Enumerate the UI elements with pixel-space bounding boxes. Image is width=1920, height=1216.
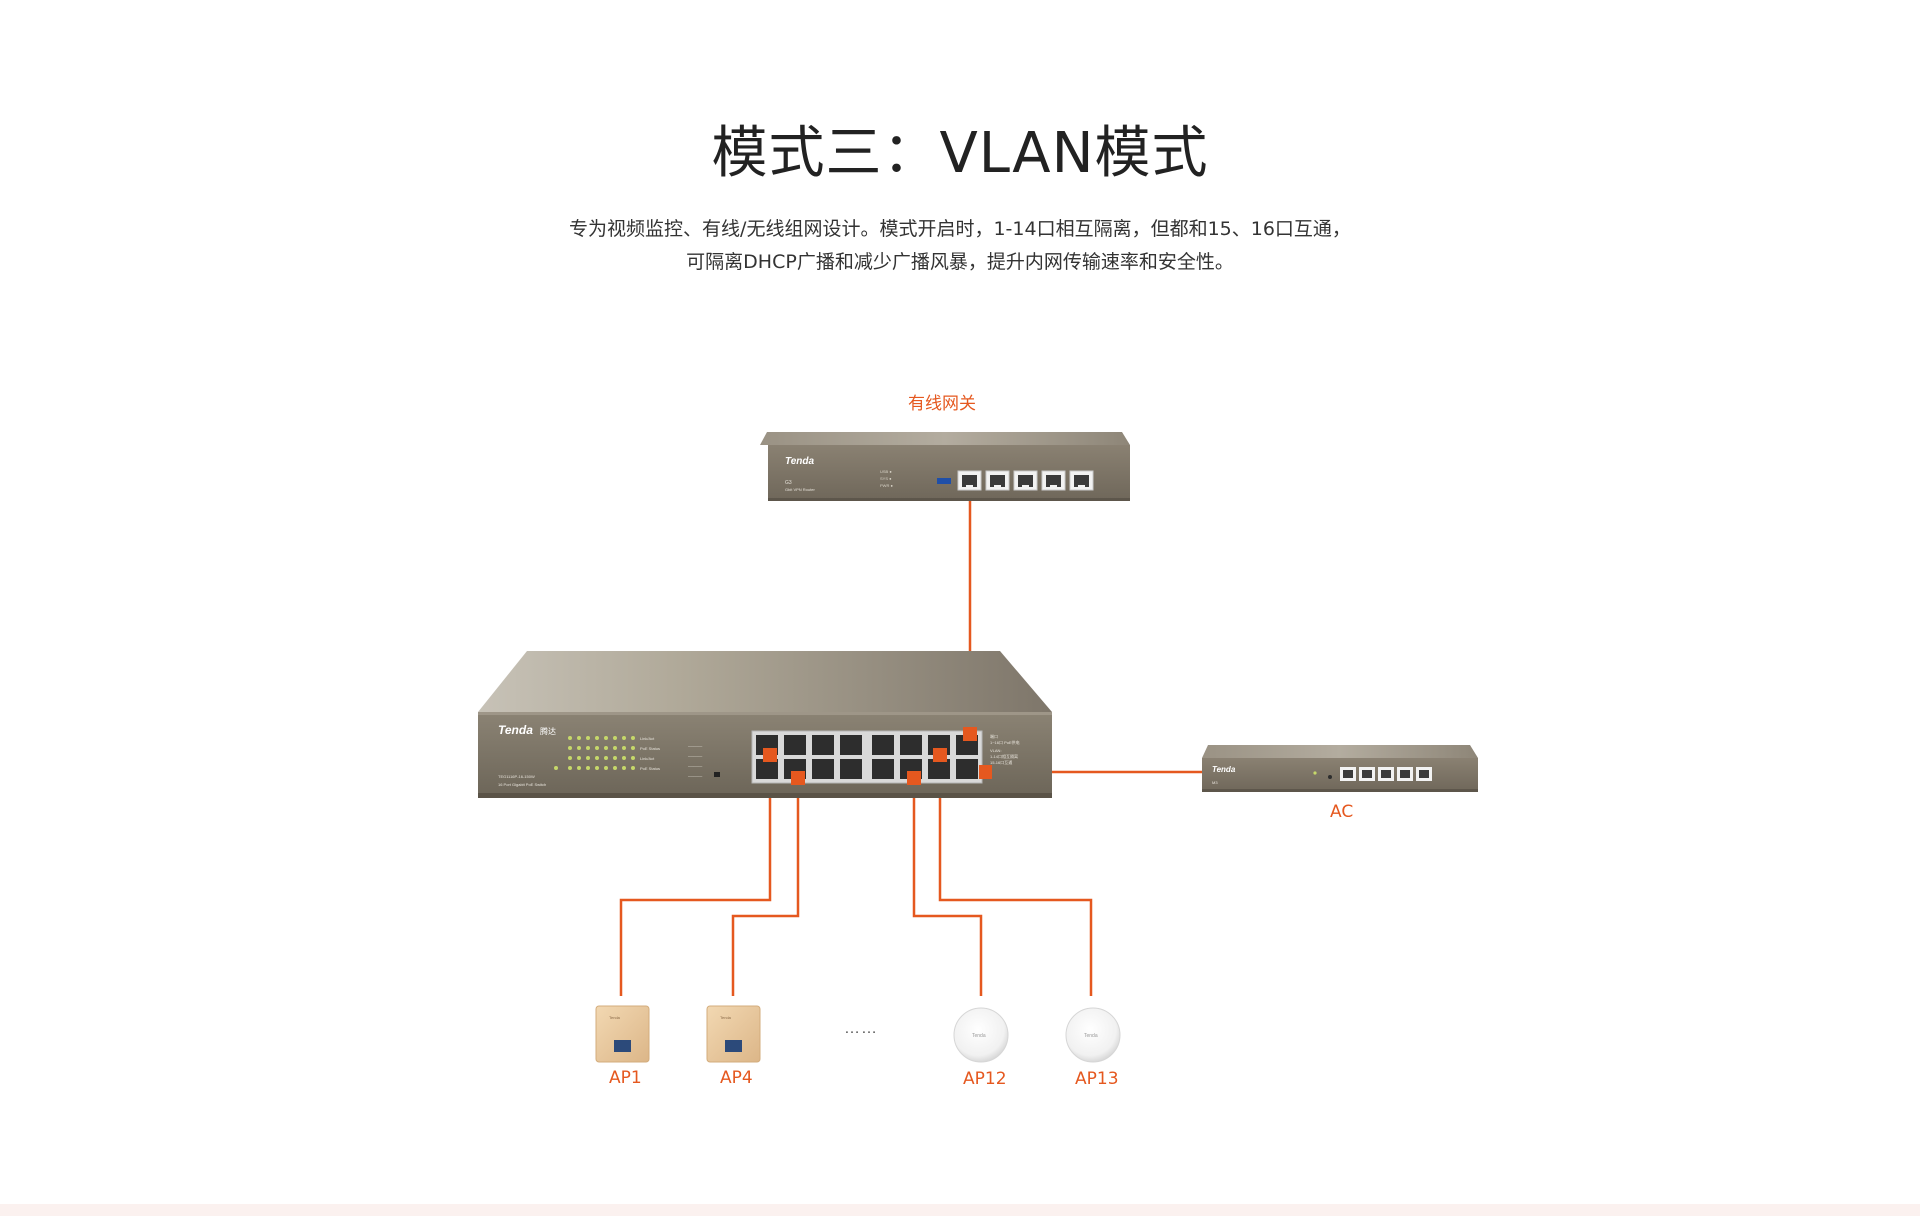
svg-text:G3: G3: [785, 480, 792, 486]
svg-text:Tenda: Tenda: [972, 1033, 986, 1039]
description-line-1: 专为视频监控、有线/无线组网设计。模式开启时，1-14口相互隔离，但都和15、1…: [569, 218, 1351, 240]
svg-text:PoE Status: PoE Status: [640, 766, 660, 771]
connected-port-markers: [763, 727, 992, 785]
cable-switch-to-ap4: [731, 778, 800, 996]
cables: [619, 493, 1205, 996]
svg-text:Tenda: Tenda: [720, 1015, 732, 1020]
ac-ports: [1340, 767, 1432, 781]
svg-text:SYS ●: SYS ●: [880, 476, 892, 481]
gateway-device: Tenda G3 Gbit VPN Router USB ● SYS ● PWR…: [760, 432, 1130, 501]
svg-text:Link/Act: Link/Act: [640, 736, 655, 741]
switch-brand-logo: Tenda: [498, 723, 533, 737]
ap13-device: Tenda: [1065, 1007, 1121, 1063]
svg-text:16 Port Gigabit PoE Switch: 16 Port Gigabit PoE Switch: [498, 782, 546, 787]
switch-device: Tenda 腾达 TEG1116P-16-150W 16 Port Gigabi…: [478, 651, 1052, 798]
ap-label-ap13: AP13: [1075, 1069, 1119, 1089]
svg-text:─────: ─────: [687, 744, 702, 749]
mode-switch-icon: [714, 772, 720, 777]
svg-text:PoE Status: PoE Status: [640, 746, 660, 751]
gateway-brand-logo: Tenda: [785, 456, 815, 467]
ap-label-ap4: AP4: [720, 1068, 753, 1088]
gateway-label: 有线网关: [908, 394, 976, 414]
svg-text:TEG1116P-16-150W: TEG1116P-16-150W: [498, 774, 535, 779]
usb-port-icon: [937, 478, 951, 484]
bottom-section-divider: [0, 1204, 1920, 1216]
svg-text:Tenda: Tenda: [1084, 1033, 1098, 1039]
svg-text:端口: 端口: [990, 733, 998, 739]
cable-switch-to-ap1: [619, 755, 772, 996]
svg-text:1-14口相互隔离: 1-14口相互隔离: [990, 753, 1018, 759]
ap-label-ap1: AP1: [609, 1068, 642, 1088]
cable-switch-to-ap13: [938, 755, 1093, 996]
ap4-device: Tenda: [706, 1005, 761, 1063]
switch-led-panel: [554, 736, 635, 770]
svg-text:15-16口互通: 15-16口互通: [990, 759, 1012, 765]
switch-ports: [756, 735, 978, 779]
svg-text:Tenda: Tenda: [609, 1015, 621, 1020]
svg-text:1~16口 PoE供电: 1~16口 PoE供电: [990, 739, 1020, 745]
svg-text:PWR ●: PWR ●: [880, 483, 893, 488]
svg-text:USB ●: USB ●: [880, 469, 892, 474]
cable-switch-to-ap12: [912, 778, 983, 996]
more-aps-ellipsis: ……: [844, 1020, 878, 1037]
svg-text:Link/Act: Link/Act: [640, 756, 655, 761]
ap1-device: Tenda: [595, 1005, 650, 1063]
svg-text:M3: M3: [1212, 780, 1218, 785]
ac-brand-logo: Tenda: [1212, 765, 1236, 774]
ap12-device: Tenda: [953, 1007, 1009, 1063]
ac-label: AC: [1330, 802, 1354, 822]
svg-text:Gbit VPN Router: Gbit VPN Router: [785, 487, 815, 492]
page-title: 模式三：VLAN模式: [711, 121, 1209, 186]
description-line-2: 可隔离DHCP广播和减少广播风暴，提升内网传输速率和安全性。: [686, 251, 1234, 273]
svg-text:─────: ─────: [687, 764, 702, 769]
ac-device: Tenda M3: [1202, 745, 1478, 792]
svg-text:─────: ─────: [687, 754, 702, 759]
svg-text:─────: ─────: [687, 774, 702, 779]
gateway-ports: [957, 470, 1094, 491]
svg-text:VLAN:: VLAN:: [990, 748, 1002, 753]
switch-brand-cn: 腾达: [540, 726, 556, 736]
ap-label-ap12: AP12: [963, 1069, 1007, 1089]
